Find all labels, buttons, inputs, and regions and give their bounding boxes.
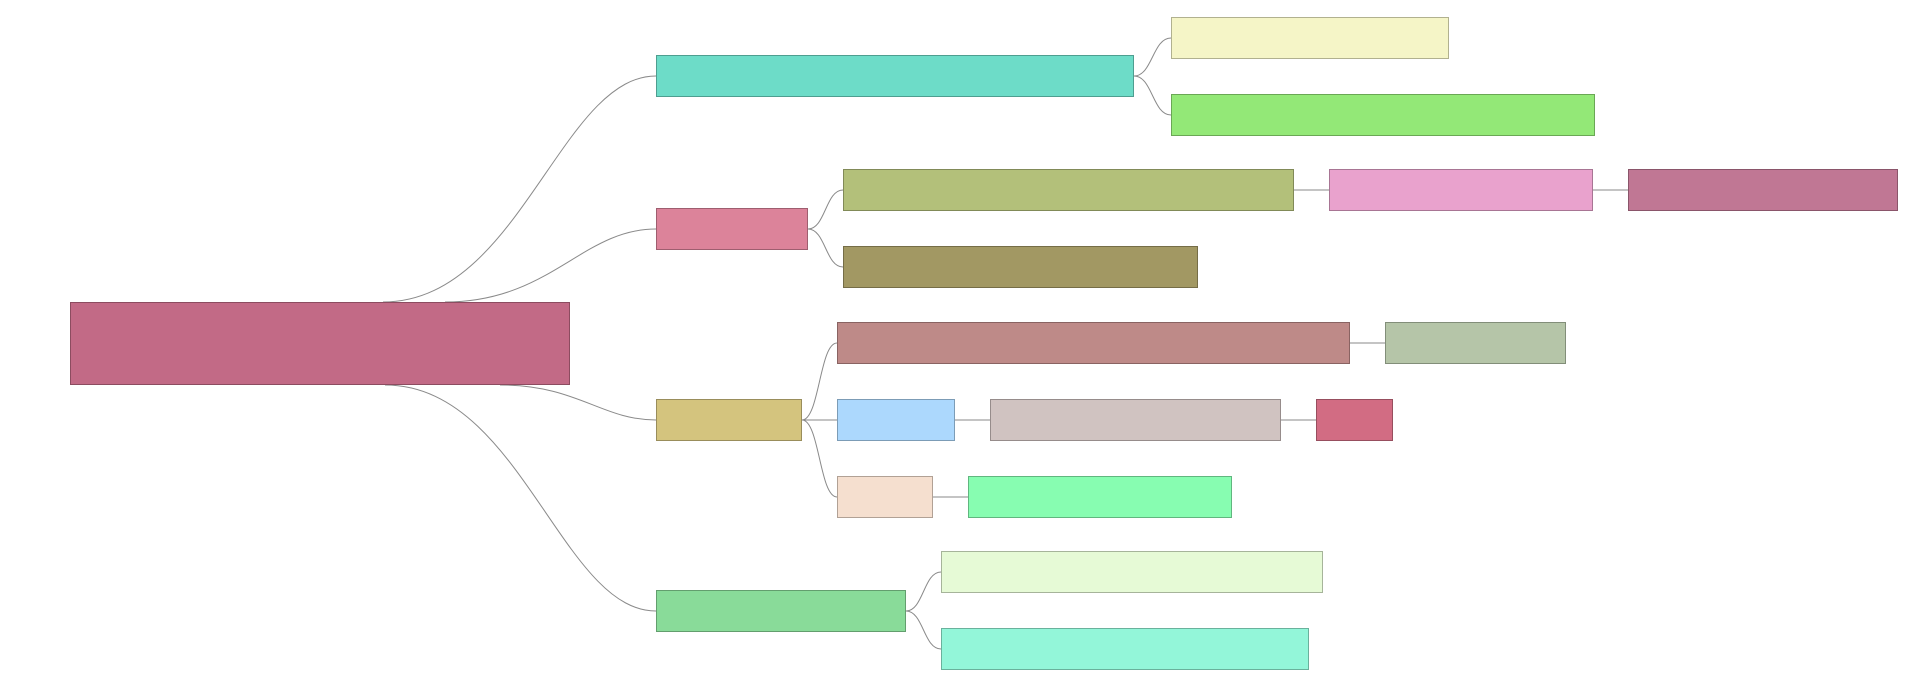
connector-root-branch-4 <box>384 384 657 612</box>
connector-b2-b2b <box>807 228 844 268</box>
mindmap-node-branch-4[interactable] <box>656 590 906 632</box>
connector-b3-b3c <box>801 419 838 498</box>
mindmap-node-branch-4-child-1[interactable] <box>941 551 1323 593</box>
mindmap-node-branch-3-child-2-a[interactable] <box>990 399 1281 441</box>
mindmap-node-branch-3-child-1-a[interactable] <box>1385 322 1566 364</box>
mindmap-node-branch-2-child-1-a[interactable] <box>1329 169 1593 211</box>
mindmap-node-branch-1[interactable] <box>656 55 1134 97</box>
mindmap-node-branch-3-child-1[interactable] <box>837 322 1350 364</box>
mindmap-node-branch-1-child-2[interactable] <box>1171 94 1595 136</box>
mindmap-node-branch-3-child-3-a[interactable] <box>968 476 1232 518</box>
mindmap-node-branch-4-child-2[interactable] <box>941 628 1309 670</box>
connector-b1-b1b <box>1133 75 1172 116</box>
connector-b4-b4a <box>905 571 942 612</box>
mindmap-node-branch-2[interactable] <box>656 208 808 250</box>
connector-b2-b2a <box>807 189 844 230</box>
connector-root-branch-1 <box>382 75 657 303</box>
mindmap-node-branch-3[interactable] <box>656 399 802 441</box>
connector-b4-b4b <box>905 610 942 650</box>
mindmap-node-branch-2-child-1-b[interactable] <box>1628 169 1898 211</box>
mindmap-root-node[interactable] <box>70 302 570 385</box>
connector-b1-b1a <box>1133 37 1172 77</box>
mindmap-node-branch-1-child-1[interactable] <box>1171 17 1449 59</box>
mindmap-node-branch-2-child-2[interactable] <box>843 246 1198 288</box>
mindmap-node-branch-3-child-2-b[interactable] <box>1316 399 1393 441</box>
mindmap-node-branch-2-child-1[interactable] <box>843 169 1294 211</box>
mindmap-node-branch-3-child-2[interactable] <box>837 399 955 441</box>
mindmap-node-branch-3-child-3[interactable] <box>837 476 933 518</box>
connector-b3-b3a <box>801 342 838 421</box>
connector-root-branch-3 <box>499 384 657 421</box>
connector-root-branch-2 <box>444 228 657 303</box>
